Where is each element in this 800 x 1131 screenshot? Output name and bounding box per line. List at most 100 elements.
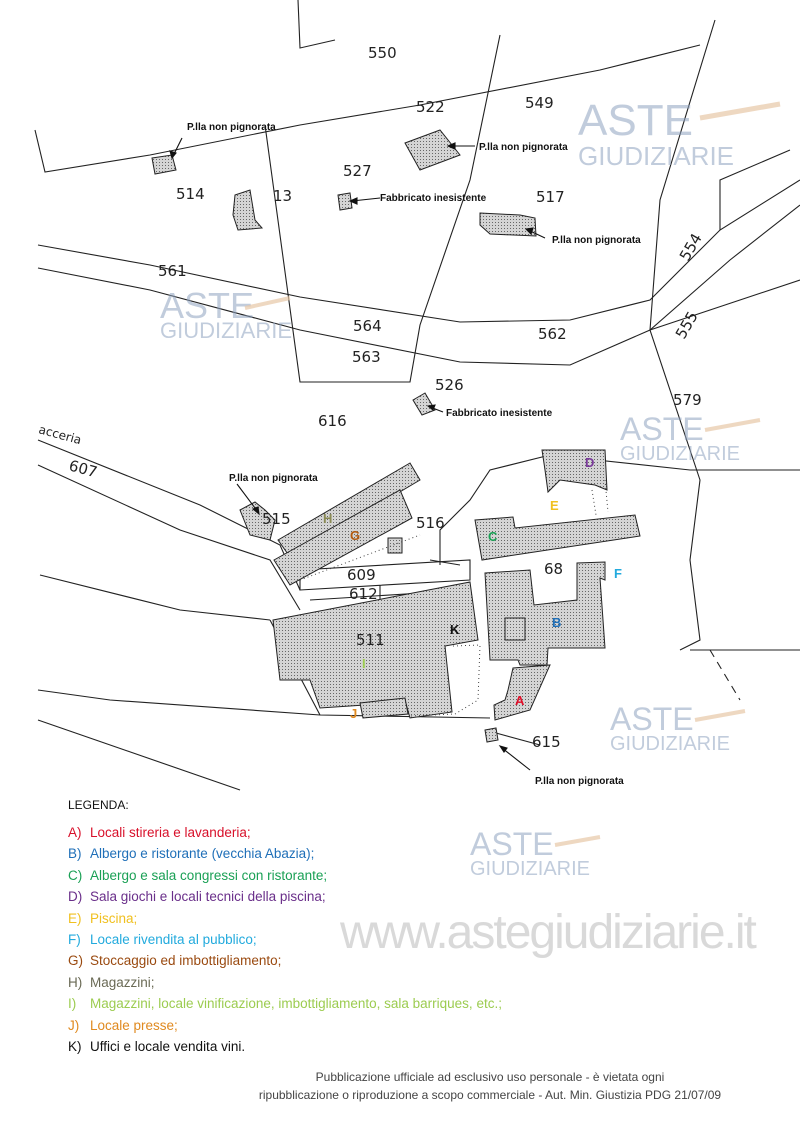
letter-H: H <box>323 511 332 526</box>
legend-text: Magazzini, locale vinificazione, imbotti… <box>90 996 502 1012</box>
parcel-612: 612 <box>349 585 378 603</box>
parcel-561: 561 <box>158 262 187 280</box>
parcel-517: 517 <box>536 188 565 206</box>
legend: LEGENDA: A) Locali stireria e lavanderia;… <box>68 798 502 1060</box>
svg-text:GIUDIZIARIE: GIUDIZIARIE <box>578 141 734 171</box>
legend-item: G) Stoccaggio ed imbottigliamento; <box>68 953 502 974</box>
parcel-527: 527 <box>343 162 372 180</box>
svg-text:ASTE: ASTE <box>578 96 693 145</box>
legend-text: Uffici e locale vendita vini. <box>90 1038 246 1054</box>
note-non-pignorata: P.lla non pignorata <box>187 122 276 133</box>
svg-text:GIUDIZIARIE: GIUDIZIARIE <box>620 443 740 465</box>
legend-text: Locale presse; <box>90 1017 178 1033</box>
legend-key: H) <box>68 974 83 990</box>
letter-C: C <box>488 529 498 544</box>
svg-text:GIUDIZIARIE: GIUDIZIARIE <box>470 858 590 880</box>
legend-rows: A) Locali stireria e lavanderia; B) Albergo… <box>68 825 502 1060</box>
svg-text:ASTE: ASTE <box>470 826 554 862</box>
footer-line-2: ripubblicazione o riproduzione a scopo c… <box>258 1088 722 1102</box>
map-notes: P.lla non pignorata P.lla non pignorata … <box>187 122 641 787</box>
letter-I: I <box>362 656 366 671</box>
aste-logo: ASTE GIUDIZIARIE <box>470 826 601 880</box>
parcel-616: 616 <box>318 412 347 430</box>
legend-item: I) Magazzini, locale vinificazione, imbot… <box>68 996 502 1017</box>
legend-text: Piscina; <box>90 910 138 926</box>
letter-F: F <box>614 566 622 581</box>
note-arrows <box>169 137 546 771</box>
parcel-564: 564 <box>353 317 382 335</box>
letter-E: E <box>550 498 559 513</box>
legend-item: B) Albergo e ristorante (vecchia Abazia); <box>68 846 502 867</box>
note-non-pignorata: P.lla non pignorata <box>479 142 568 153</box>
legend-item: H) Magazzini; <box>68 975 502 996</box>
letter-D: D <box>585 455 594 470</box>
legend-item: A) Locali stireria e lavanderia; <box>68 825 502 846</box>
footer-line-1: Pubblicazione ufficiale ad esclusivo uso… <box>315 1070 665 1084</box>
aste-logo: ASTE GIUDIZIARIE <box>578 96 781 171</box>
parcel-68: 68 <box>544 560 563 578</box>
legend-key: A) <box>68 825 82 840</box>
legend-text: Albergo e ristorante (vecchia Abazia); <box>90 846 315 862</box>
parcel-511: 511 <box>356 631 385 649</box>
legend-key: E) <box>68 910 82 926</box>
parcel-516: 516 <box>416 514 445 532</box>
letter-J: J <box>350 706 357 721</box>
building-letters: A B C D E F G H I J K <box>323 455 622 721</box>
legend-title: LEGENDA: <box>68 798 129 812</box>
legend-key: C) <box>68 867 83 883</box>
site-watermark: www.astegiudiziarie.it <box>340 906 757 959</box>
svg-text:ASTE: ASTE <box>160 285 254 326</box>
parcel-563: 563 <box>352 348 381 366</box>
legend-text: Stoccaggio ed imbottigliamento; <box>90 953 282 969</box>
note-fabbricato-inesistente: Fabbricato inesistente <box>446 408 553 419</box>
parcel-609: 609 <box>347 566 376 584</box>
aste-logo: ASTE GIUDIZIARIE <box>610 701 746 755</box>
note-non-pignorata: P.lla non pignorata <box>535 776 624 787</box>
svg-text:ASTE: ASTE <box>620 411 704 447</box>
letter-B: B <box>552 615 561 630</box>
legend-key: B) <box>68 846 82 862</box>
letter-K: K <box>450 622 460 637</box>
parcel-562: 562 <box>538 325 567 343</box>
legend-key: D) <box>68 889 83 905</box>
parcel-515: 515 <box>262 510 291 528</box>
watermark-logos: ASTE GIUDIZIARIE ASTE GIUDIZIARIE ASTE G… <box>160 96 781 880</box>
parcel-615: 615 <box>532 733 561 751</box>
legend-key: F) <box>68 931 81 947</box>
dotted-boundaries <box>299 479 609 717</box>
parcel-514: 514 <box>176 185 205 203</box>
legend-item: F) Locale rivendita al pubblico; <box>68 932 502 953</box>
legend-text: Sala giochi e locali tecnici della pisci… <box>90 889 326 905</box>
parcel-549: 549 <box>525 94 554 112</box>
svg-text:GIUDIZIARIE: GIUDIZIARIE <box>160 318 292 343</box>
legend-item: D) Sala giochi e locali tecnici della pis… <box>68 889 502 910</box>
aste-logo: ASTE GIUDIZIARIE <box>160 285 292 343</box>
footer: Pubblicazione ufficiale ad esclusivo uso… <box>0 1068 800 1104</box>
letter-A: A <box>515 693 525 708</box>
parcel-554: 554 <box>676 230 706 264</box>
note-fabbricato-inesistente: Fabbricato inesistente <box>380 193 487 204</box>
legend-text: Albergo e sala congressi con ristorante; <box>90 867 328 883</box>
legend-key: G) <box>68 953 83 969</box>
svg-text:GIUDIZIARIE: GIUDIZIARIE <box>610 733 730 755</box>
parcel-13: 13 <box>273 187 292 205</box>
legend-key: I) <box>68 996 77 1012</box>
note-non-pignorata: P.lla non pignorata <box>229 473 318 484</box>
parcel-526: 526 <box>435 376 464 394</box>
aste-logo: ASTE GIUDIZIARIE <box>620 411 761 465</box>
legend-item: K) Uffici e locale vendita vini. <box>68 1039 502 1060</box>
legend-text: Locali stireria e lavanderia; <box>90 825 251 840</box>
svg-text:ASTE: ASTE <box>610 701 694 737</box>
legend-text: Locale rivendita al pubblico; <box>90 931 257 947</box>
parcel-550: 550 <box>368 44 397 62</box>
parcel-522: 522 <box>416 98 445 116</box>
legend-key: K) <box>68 1038 82 1054</box>
parcel-607: 607 <box>67 456 99 481</box>
buildings <box>151 129 641 743</box>
note-non-pignorata: P.lla non pignorata <box>552 235 641 246</box>
legend-item: C) Albergo e sala congressi con ristorant… <box>68 868 502 889</box>
parcel-555: 555 <box>672 308 702 342</box>
legend-text: Magazzini; <box>90 974 155 990</box>
